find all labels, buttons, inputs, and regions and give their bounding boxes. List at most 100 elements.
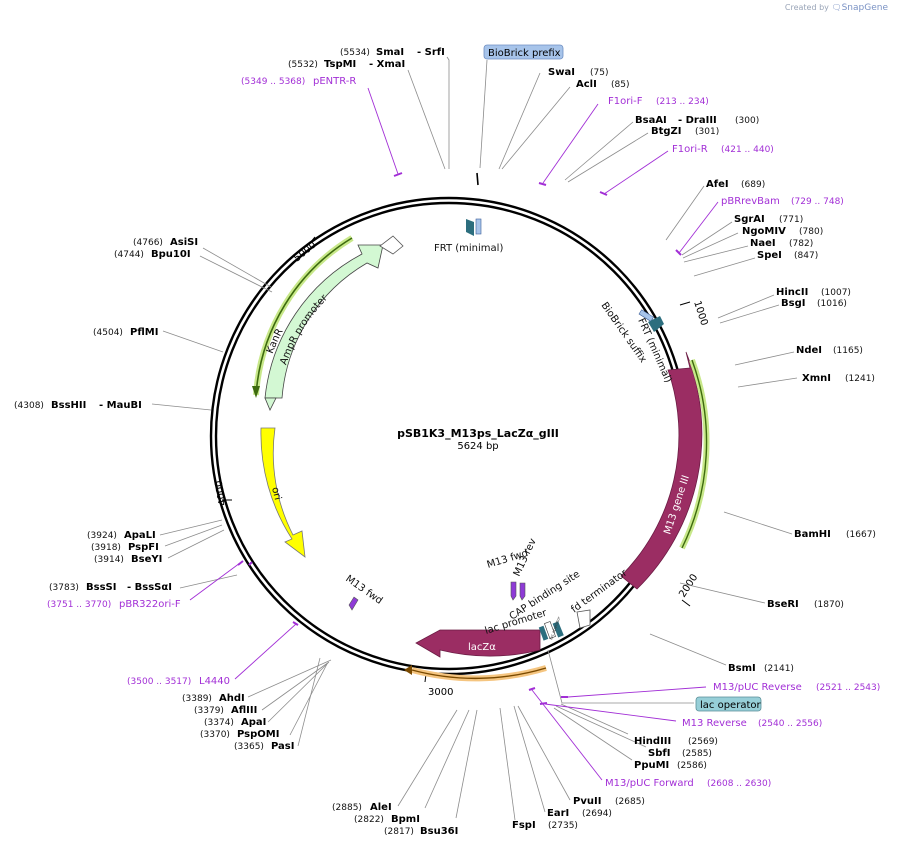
pvuii-pos: (2685) bbox=[615, 797, 645, 807]
bsmi-label: BsmI bbox=[728, 663, 756, 674]
bamhi-pos: (1667) bbox=[846, 530, 876, 540]
asisi-label: AsiSI bbox=[170, 237, 198, 248]
eari-pos: (2694) bbox=[582, 809, 612, 819]
bpmi-label: BpmI bbox=[391, 814, 420, 825]
pspfi-label: PspFI bbox=[128, 542, 159, 553]
sbfi-pos: (2585) bbox=[682, 749, 712, 759]
alei-pos: (2885) bbox=[332, 803, 362, 813]
lac-promoter-block[interactable] bbox=[538, 625, 549, 641]
l4440-range: (3500 .. 3517) bbox=[127, 677, 191, 687]
pbrrevbam-label: pBRrevBam bbox=[721, 196, 780, 207]
bsshii-label: BssHII bbox=[51, 400, 86, 411]
pspomi-label: PspOMI bbox=[237, 729, 279, 740]
bseyi-label: BseYI bbox=[131, 554, 162, 565]
pbr322ori-f-range: (3751 .. 3770) bbox=[47, 600, 111, 610]
sgrai-pos: (771) bbox=[779, 215, 803, 225]
frt-top-feature[interactable]: FRT (minimal) bbox=[434, 218, 503, 254]
m13puc-rev-range: (2521 .. 2543) bbox=[816, 683, 880, 693]
tspmi-pos: (5532) bbox=[288, 60, 318, 70]
apali-pos: (3924) bbox=[87, 531, 117, 541]
lac-operator-leader bbox=[547, 649, 694, 704]
srfi-label: - SrfI bbox=[417, 47, 445, 58]
xmni-pos: (1241) bbox=[845, 374, 875, 384]
asisi-pos: (4766) bbox=[133, 238, 163, 248]
ori-feature[interactable]: ori bbox=[260, 427, 306, 558]
btgzi-label: BtgZI bbox=[651, 126, 682, 137]
bsmi-pos: (2141) bbox=[764, 664, 794, 674]
swai-pos: (75) bbox=[590, 68, 608, 78]
afei-label: AfeI bbox=[706, 179, 729, 190]
pasi-pos: (3365) bbox=[234, 742, 264, 752]
fd-terminator-arrow-icon[interactable] bbox=[576, 609, 591, 629]
frt-top-label: FRT (minimal) bbox=[434, 243, 503, 254]
enzyme-leader-lines bbox=[151, 56, 798, 821]
fspi-label: FspI bbox=[512, 820, 536, 831]
bsshii-pos: (4308) bbox=[14, 401, 44, 411]
ampr-promoter-feature[interactable]: AmpR promoter bbox=[264, 244, 384, 411]
lacz-label: lacZα bbox=[468, 642, 496, 653]
pflmi-pos: (4504) bbox=[93, 328, 123, 338]
lac-operator-block[interactable] bbox=[544, 621, 556, 639]
acli-label: AclI bbox=[576, 79, 597, 90]
m13-fwd-rev-primers[interactable]: M13 fwd M13 rev bbox=[486, 537, 539, 601]
apai-label: ApaI bbox=[241, 717, 266, 728]
kanr-feature[interactable]: KanR bbox=[252, 235, 354, 398]
tspmi-label: TspMI bbox=[324, 59, 356, 70]
hincii-label: HincII bbox=[776, 287, 808, 298]
draiii-label: - DraIII bbox=[678, 115, 717, 126]
enzyme-labels: (5534) SmaI - SrfI (5532) TspMI - XmaI S… bbox=[14, 47, 876, 837]
m13puc-fwd-range: (2608 .. 2630) bbox=[707, 779, 771, 789]
bsssai-label: - BssSαI bbox=[127, 582, 172, 593]
f1ori-r-range: (421 .. 440) bbox=[721, 145, 774, 155]
cap-site-block[interactable] bbox=[552, 621, 564, 638]
sgrai-label: SgrAI bbox=[734, 214, 765, 225]
snapgene-logo-icon: 🗨 bbox=[831, 3, 842, 12]
primer-leader-lines bbox=[189, 87, 719, 781]
spei-pos: (847) bbox=[794, 251, 818, 261]
spei-label: SpeI bbox=[757, 250, 782, 261]
bsssi-label: BssSI bbox=[86, 582, 116, 593]
pspomi-pos: (3370) bbox=[200, 730, 230, 740]
bsgi-pos: (1016) bbox=[817, 299, 847, 309]
pflmi-label: PflMI bbox=[130, 327, 158, 338]
watermark-brand: SnapGene bbox=[841, 3, 888, 13]
m13-gene-iii-feature[interactable]: M13 gene III bbox=[620, 351, 703, 590]
m13-rev-label: M13 Reverse bbox=[682, 718, 747, 729]
bsssi-pos: (3783) bbox=[49, 583, 79, 593]
xmni-label: XmnI bbox=[802, 373, 831, 384]
ppumi-pos: (2586) bbox=[677, 761, 707, 771]
primer-labels: (5349 .. 5368) pENTR-R F1ori-F (213 .. 2… bbox=[47, 76, 880, 789]
biobrick-prefix-box[interactable]: BioBrick prefix bbox=[483, 44, 564, 60]
lacz-feature[interactable]: lacZα bbox=[415, 629, 541, 658]
bpu10i-pos: (4744) bbox=[114, 250, 144, 260]
plasmid-length: 5624 bp bbox=[457, 441, 498, 452]
tick-4000: 4000 bbox=[214, 479, 229, 506]
lac-operator-box[interactable]: lac operator bbox=[695, 696, 761, 712]
pentr-r-label: pENTR-R bbox=[313, 76, 356, 87]
m13-fwd-left-label: M13 fwd bbox=[343, 573, 384, 606]
bsu36i-label: Bsu36I bbox=[420, 826, 458, 837]
ngomiv-pos: (780) bbox=[799, 227, 823, 237]
eari-label: EarI bbox=[547, 808, 569, 819]
gene-iii-green-bar bbox=[679, 358, 710, 550]
xmai-label: - XmaI bbox=[369, 59, 405, 70]
tick-2000: 2000 bbox=[677, 572, 700, 599]
pvuii-label: PvuII bbox=[573, 796, 601, 807]
apali-label: ApaLI bbox=[124, 530, 156, 541]
bsaai-pos: (300) bbox=[735, 116, 759, 126]
m13puc-fwd-label: M13/pUC Forward bbox=[605, 778, 694, 789]
lacz-orange-bar bbox=[404, 665, 547, 682]
plasmid-name: pSB1K3_M13ps_LacZα_gIII bbox=[397, 427, 559, 440]
smai-label: SmaI bbox=[376, 47, 404, 58]
pentr-r-range: (5349 .. 5368) bbox=[241, 77, 305, 87]
alei-label: AleI bbox=[370, 802, 392, 813]
sbfi-label: SbfI bbox=[648, 748, 670, 759]
naei-label: NaeI bbox=[750, 238, 776, 249]
bsgi-label: BsgI bbox=[781, 298, 805, 309]
ahdi-pos: (3389) bbox=[182, 694, 212, 704]
acli-pos: (85) bbox=[611, 80, 629, 90]
fspi-pos: (2735) bbox=[548, 821, 578, 831]
m13-fwd-left-primer[interactable]: M13 fwd bbox=[343, 573, 384, 611]
primer-ring-marks bbox=[237, 172, 682, 705]
